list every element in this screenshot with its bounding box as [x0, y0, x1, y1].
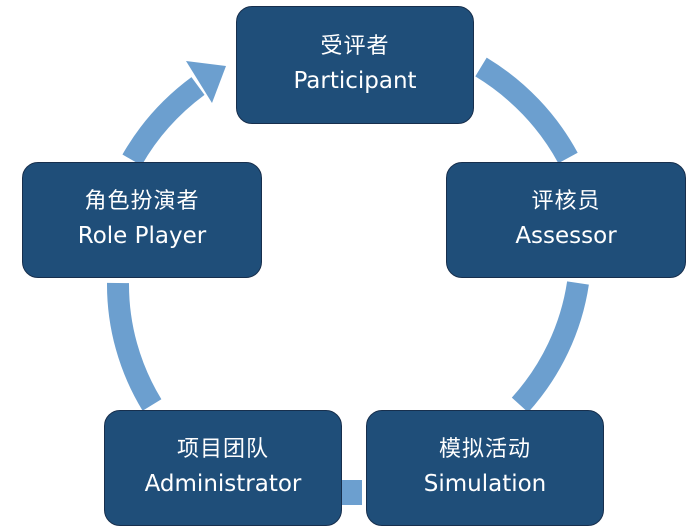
node-roleplayer-zh-label: 角色扮演者 — [84, 189, 200, 215]
node-simulation-zh-label: 模拟活动 — [438, 437, 531, 463]
node-assessor-zh-label: 评核员 — [531, 189, 601, 215]
arrow-head-icon — [186, 61, 226, 103]
node-assessor-en-label: Assessor — [515, 223, 617, 250]
node-administrator-zh-label: 项目团队 — [176, 437, 269, 463]
arc-participant-to-assessor — [475, 57, 578, 164]
node-administrator: 项目团队 Administrator — [104, 410, 342, 526]
arc-administrator-to-roleplayer — [106, 282, 162, 411]
node-simulation-en-label: Simulation — [423, 471, 547, 498]
node-administrator-en-label: Administrator — [144, 471, 302, 498]
node-participant-zh-label: 受评者 — [320, 34, 390, 60]
node-roleplayer-en-label: Role Player — [77, 223, 207, 250]
node-roleplayer: 角色扮演者 Role Player — [22, 162, 262, 278]
arc-roleplayer-to-participant — [122, 77, 205, 166]
arc-assessor-to-simulation — [511, 281, 589, 413]
node-participant: 受评者 Participant — [236, 6, 474, 124]
node-participant-en-label: Participant — [293, 68, 417, 95]
node-assessor: 评核员 Assessor — [446, 162, 686, 278]
node-simulation: 模拟活动 Simulation — [366, 410, 604, 526]
